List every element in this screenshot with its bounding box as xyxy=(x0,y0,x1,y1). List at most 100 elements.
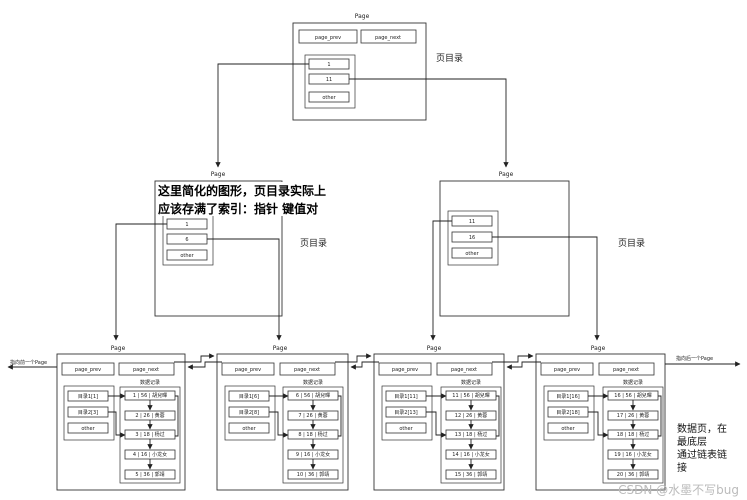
leaf-3-to-4-link xyxy=(492,353,534,363)
leaf-2-to-1-link xyxy=(187,361,222,370)
leaf-3-next-box xyxy=(436,362,493,376)
data-page-note-line-1: 数据页，在 xyxy=(677,422,727,435)
leaf-2-dir-1-label: 目录1[6] xyxy=(239,393,259,400)
leaf-3-to-2-link xyxy=(350,361,379,370)
leaf-4-record-bracket xyxy=(658,395,662,437)
root-to-mid-right-arrow xyxy=(349,78,509,168)
root-page-title: Page xyxy=(355,13,370,20)
leaf-3-dir-2-label: 目录2[13] xyxy=(394,409,417,416)
mid-left-entry-1-label: 1 xyxy=(185,222,188,228)
mid-left-entry-other xyxy=(166,249,208,261)
leaf-1-dir-other-label: other xyxy=(81,426,95,432)
data-page-note-line-3: 通过链表链 xyxy=(677,448,727,461)
root-page-next-box xyxy=(360,29,417,44)
mid-left-entry-other-label: other xyxy=(180,253,194,259)
leaf-4-dir-2-pointer xyxy=(588,411,609,438)
watermark: CSDN @水墨不写bug xyxy=(618,483,739,497)
annotation-line-1: 这里简化的图形，页目录实际上 xyxy=(158,183,326,198)
leaf-page-1: Page page_prev page_next 目录1[1] 目录2[3] o… xyxy=(56,345,186,491)
leaf-2-record-5 xyxy=(287,469,339,480)
leaf-2-record-3-label: 8 | 18 | 杨过 xyxy=(298,431,327,438)
leaf-3-record-3-label: 13 | 18 | 杨过 xyxy=(455,431,487,438)
leaf-3-record-1-label: 11 | 56 | 胡兒暉 xyxy=(452,392,489,399)
leaf-2-title: Page xyxy=(273,345,288,352)
mid-left-dir-label: 页目录 xyxy=(300,238,327,249)
root-dir-label: 页目录 xyxy=(436,53,463,64)
leaf-1-record-3-label: 3 | 18 | 杨过 xyxy=(135,431,164,438)
leaf-4-dir-other-label: other xyxy=(561,426,575,432)
leaf-4-to-3-link xyxy=(506,361,541,370)
mid-right-to-leaf-4-arrow xyxy=(492,236,600,341)
mid-right-page-title: Page xyxy=(499,171,514,178)
root-entry-2-label: 11 xyxy=(326,77,332,83)
mid-right-to-leaf-3-arrow xyxy=(430,220,452,341)
leaf-4-dir-2-label: 目录2[18] xyxy=(556,409,579,416)
leaf-2-record-bracket xyxy=(338,395,342,437)
mid-left-page: Page 1 6 other 这里简化的图形，页目录实际上 应该存满了索引：指针… xyxy=(154,171,327,317)
leaf-4-title: Page xyxy=(591,345,606,352)
leaf-1-dir-1-label: 目录1[1] xyxy=(78,393,98,400)
mid-left-entry-2-label: 6 xyxy=(185,237,188,243)
leaf-page-2: Page page_prev page_next 目录1[6] 目录2[8] o… xyxy=(216,345,349,491)
leaf-1-dir-other xyxy=(67,422,109,434)
leaf-4-record-1-label: 16 | 56 | 胡兒暉 xyxy=(614,392,651,399)
leaf-3-prev-label: page_prev xyxy=(392,367,418,373)
leaf-3-dir-other-label: other xyxy=(399,426,413,432)
leaf-3-record-2-label: 12 | 26 | 黄蓉 xyxy=(455,412,487,419)
leaf-3-dir-other xyxy=(385,422,427,434)
annotation-backdrop xyxy=(156,182,326,216)
leaf-4-prev-label: page_prev xyxy=(554,367,580,373)
data-page-note-line-2: 最底层 xyxy=(677,435,707,448)
data-page-note-line-4: 接 xyxy=(677,461,687,474)
leaf-page-3: Page page_prev page_next 目录1[11] 目录2[13]… xyxy=(373,345,505,491)
leaf-4-frame xyxy=(535,353,666,491)
leaf-2-prev-box xyxy=(221,362,275,376)
mid-right-entry-other xyxy=(451,247,493,259)
root-entry-other-label: other xyxy=(322,95,336,101)
leaf-3-record-bracket xyxy=(496,395,500,437)
root-page-next-label: page_next xyxy=(375,35,401,41)
leaf-2-record-1-label: 6 | 56 | 胡兒暉 xyxy=(296,392,330,399)
prev-pointer-label: 指向前一个Page xyxy=(10,359,47,366)
leaf-1-record-1-label: 1 | 56 | 胡兒暉 xyxy=(133,392,167,399)
leaf-1-record-bracket xyxy=(175,395,179,437)
leaf-3-record-4-label: 14 | 16 | 小龙女 xyxy=(452,451,489,458)
leaf-2-dir-2-pointer xyxy=(269,411,289,438)
leaf-1-dir-2-label: 目录2[3] xyxy=(78,409,98,416)
leaf-3-title: Page xyxy=(427,345,442,352)
leaf-4-prev-box xyxy=(540,362,594,376)
mid-right-page: Page 11 16 other 页目录 xyxy=(439,171,645,317)
leaf-3-next-label: page_next xyxy=(451,367,477,373)
leaf-1-dir-2-pointer xyxy=(108,411,126,438)
mid-right-entry-other-label: other xyxy=(465,251,479,257)
leaf-2-frame xyxy=(216,353,349,491)
leaf-2-dir-other xyxy=(228,422,270,434)
leaf-1-prev-box xyxy=(61,362,115,376)
root-page: Page page_prev page_next 1 11 other 页目录 xyxy=(292,13,463,121)
leaf-4-record-3-label: 18 | 18 | 杨过 xyxy=(617,431,649,438)
root-entry-other xyxy=(308,91,350,103)
leaf-4-records-title: 数据记录 xyxy=(623,379,643,386)
leaf-1-next-box xyxy=(118,362,175,376)
connectors xyxy=(7,63,741,470)
next-pointer-label: 指向后一个Page xyxy=(676,355,713,362)
leaf-4-next-label: page_next xyxy=(613,367,639,373)
root-page-prev-label: page_prev xyxy=(315,35,341,41)
leaf-3-record-5 xyxy=(445,469,497,480)
leaf-2-record-5-label: 10 | 36 | 郭靖 xyxy=(297,471,329,478)
leaf-2-record-4-label: 9 | 16 | 小龙女 xyxy=(296,451,330,458)
leaf-3-records-title: 数据记录 xyxy=(461,379,481,386)
leaf-3-frame xyxy=(373,353,505,491)
root-page-directory xyxy=(304,54,356,109)
leaf-1-next-label: page_next xyxy=(133,367,159,373)
root-entry-1-label: 1 xyxy=(327,62,330,68)
leaf-2-next-box xyxy=(279,362,336,376)
leaf-1-title: Page xyxy=(111,345,126,352)
mid-left-to-leaf-1-arrow xyxy=(113,223,167,341)
leaf-1-record-4-label: 4 | 16 | 小龙女 xyxy=(133,451,167,458)
leaf-2-dir-other-label: other xyxy=(242,426,256,432)
leaf-1-record-5 xyxy=(124,469,176,480)
root-to-mid-left-arrow xyxy=(215,63,309,168)
leaf-4-dir-other xyxy=(547,422,589,434)
